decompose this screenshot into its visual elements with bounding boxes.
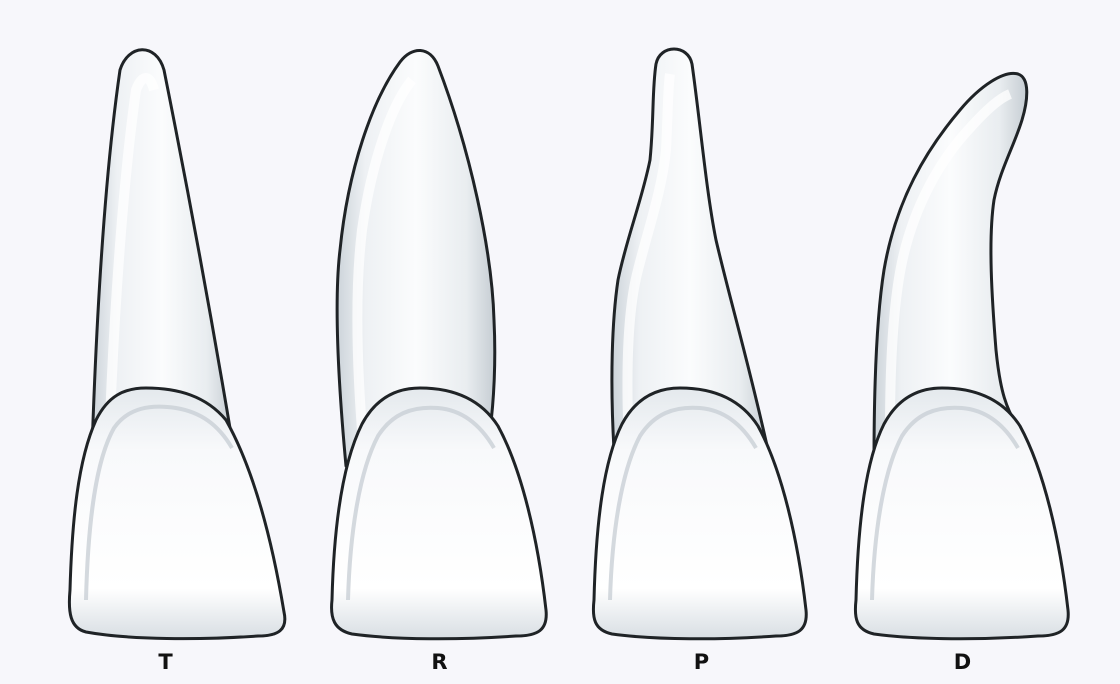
label-d: D [943, 650, 983, 674]
tooth-d-crown [855, 388, 1068, 639]
tooth-d [855, 73, 1068, 638]
tooth-p [593, 49, 806, 639]
tooth-r [332, 50, 547, 638]
label-t: T [146, 650, 186, 674]
tooth-t-crown [69, 388, 285, 639]
label-p: P [682, 650, 722, 674]
label-r: R [420, 650, 460, 674]
tooth-p-crown [593, 388, 806, 639]
tooth-r-crown [332, 388, 547, 639]
tooth-t [69, 50, 285, 639]
